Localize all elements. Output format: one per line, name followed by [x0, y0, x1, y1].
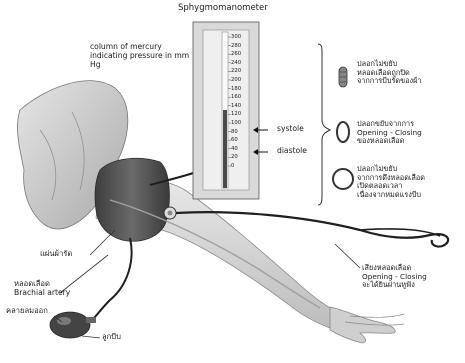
scale-tick-label: 160 — [231, 93, 251, 102]
scale-tick-label: 80 — [231, 128, 251, 137]
scale-tick-label: 280 — [231, 42, 251, 51]
scale-tick-label: 60 — [231, 136, 251, 145]
diastole-label: diastole — [277, 147, 307, 156]
scale-tick-label: 240 — [231, 59, 251, 68]
systole-label: systole — [277, 125, 304, 134]
scale-tick-label: 0 — [231, 162, 251, 171]
cuff-label: แผ่นผ้ารัด — [40, 250, 72, 259]
bulb — [50, 312, 90, 338]
closed-artery-icon — [339, 67, 347, 87]
state-closed-text: ปลอกไม่ขยับหลอดเลือดถูกปิดจากการบีบรัดขอ… — [357, 60, 421, 86]
scale-tick-label: 260 — [231, 50, 251, 59]
release-valve-label: คลายลมออก — [6, 307, 48, 316]
scale-tick-label: 40 — [231, 145, 251, 154]
scale-tick-label: 100 — [231, 119, 251, 128]
open-artery-icon — [333, 169, 353, 189]
state-open-text: ปลอกไม่ขยับจากการดึงหลอดเลือดเปิดตลอดเวล… — [357, 165, 425, 199]
scale-tick-label: 200 — [231, 76, 251, 85]
bulb-tube — [90, 238, 132, 322]
scale-tick-label: 120 — [231, 110, 251, 119]
scale-tick-label: 300 — [231, 33, 251, 42]
mercury-caption: column of mercury indicating pressure in… — [90, 43, 190, 70]
scale-tick-label: 140 — [231, 102, 251, 111]
mercury-column — [223, 110, 227, 188]
cuff — [95, 158, 169, 241]
opening-closing-artery-icon — [337, 122, 349, 142]
scale-tick-label: 180 — [231, 85, 251, 94]
bulb-label: ลูกบีบ — [102, 333, 121, 342]
scale-tick-label: 220 — [231, 67, 251, 76]
scale-tick-label: 20 — [231, 153, 251, 162]
bracket-lower — [318, 140, 322, 205]
diagram-title: Sphygmomanometer — [178, 3, 268, 13]
bracket-upper — [318, 44, 330, 140]
